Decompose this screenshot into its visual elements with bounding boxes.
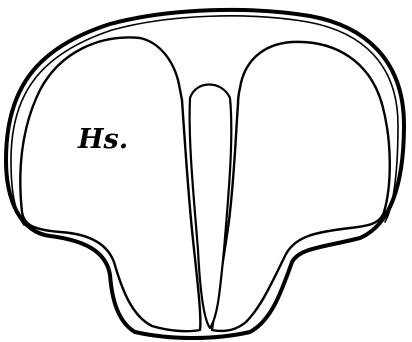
right-lobe-outline [212,42,390,331]
median-canal [190,85,232,329]
region-label-hs: Hs. [77,124,128,155]
